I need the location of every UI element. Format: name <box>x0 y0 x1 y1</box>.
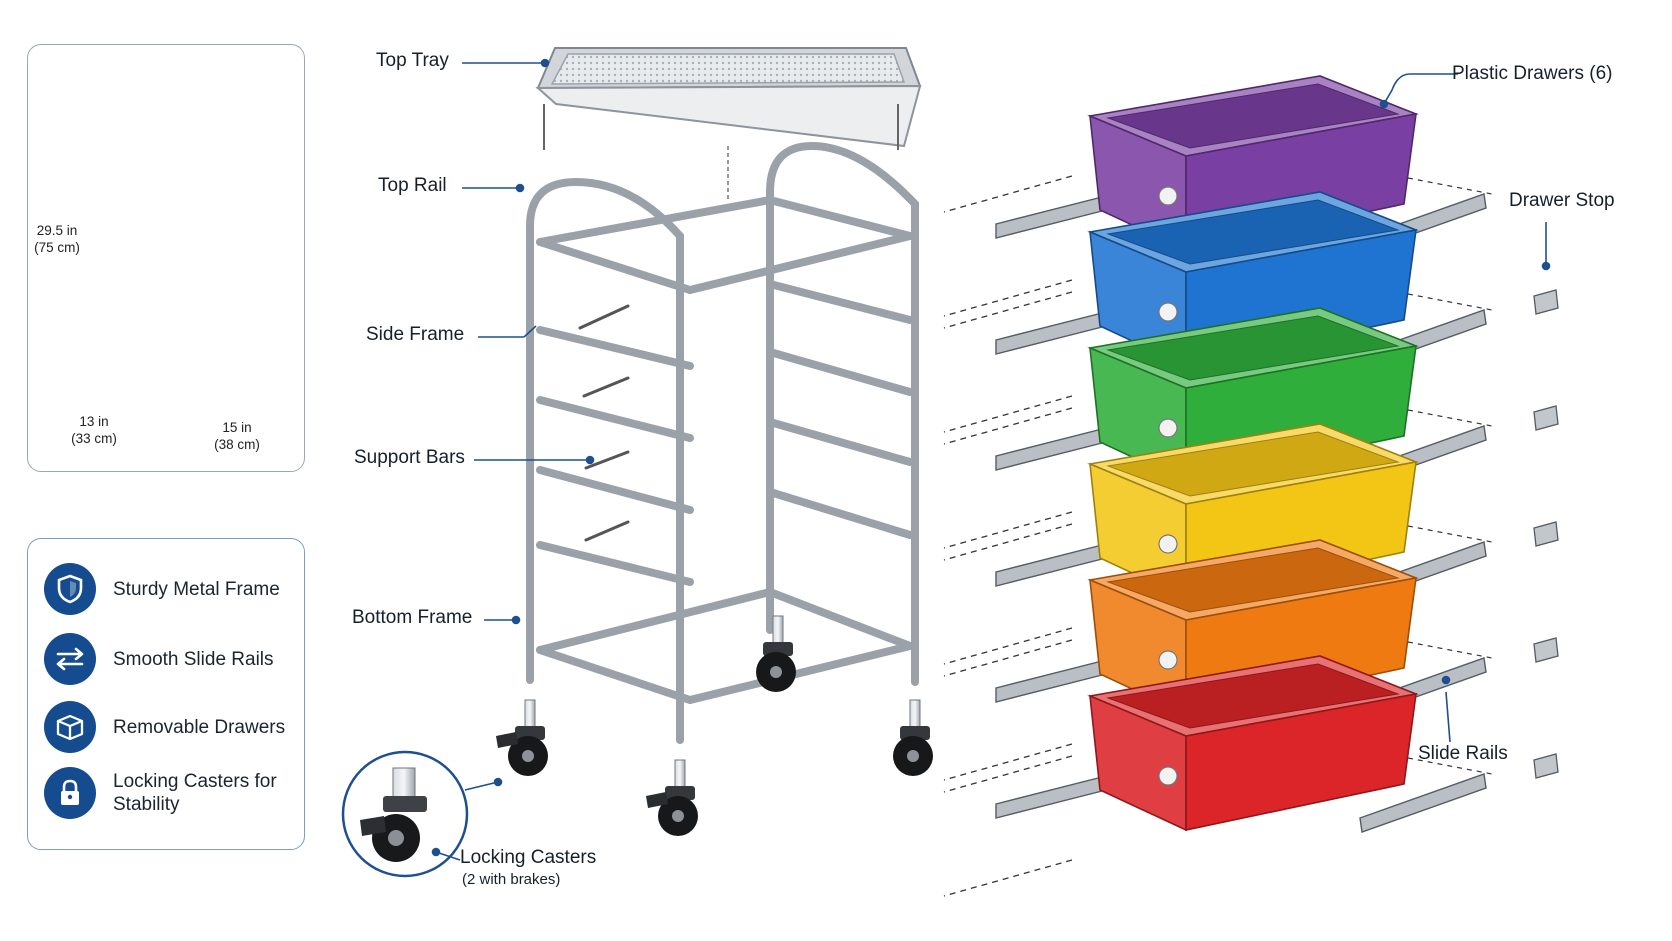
double-arrow-icon <box>44 633 96 685</box>
callout-drawer-stop: Drawer Stop <box>1509 190 1615 211</box>
shield-icon <box>44 563 96 615</box>
metal-frame-illustration <box>526 141 919 744</box>
depth-in: 13 in <box>79 414 109 429</box>
feature-label: Locking Casters for Stability <box>113 771 277 815</box>
caster-wheel <box>893 699 933 776</box>
feature-removable-drawers: Removable Drawers <box>44 701 303 753</box>
width-in: 15 in <box>222 420 252 435</box>
callout-top-tray: Top Tray <box>376 50 449 71</box>
width-cm: (38 cm) <box>214 437 260 452</box>
caster-wheel <box>496 699 548 776</box>
callout-slide-rails: Slide Rails <box>1418 743 1508 764</box>
feature-sturdy-frame: Sturdy Metal Frame <box>44 563 303 615</box>
callout-bottom-frame: Bottom Frame <box>352 607 473 628</box>
top-tray-illustration <box>535 47 922 200</box>
caster-detail-illustration <box>341 750 469 878</box>
height-in: 29.5 in <box>36 223 78 238</box>
callout-support-bars: Support Bars <box>354 447 465 468</box>
depth-cm: (33 cm) <box>71 431 117 446</box>
feature-slide-rails: Smooth Slide Rails <box>44 633 303 685</box>
callout-locking-casters-note: (2 with brakes) <box>462 871 561 888</box>
width-dimension: 15 in (38 cm) <box>206 419 268 453</box>
features-panel: Sturdy Metal Frame Smooth Slide Rails Re… <box>27 538 305 850</box>
support-bar-pins <box>578 304 630 542</box>
dimensions-panel <box>27 44 305 472</box>
callout-locking-casters: Locking Casters <box>460 847 597 868</box>
callout-plastic-drawers: Plastic Drawers (6) <box>1452 63 1613 84</box>
feature-locking-casters: Locking Casters for Stability <box>44 767 303 819</box>
plastic-drawer-red <box>943 655 1559 897</box>
drawer-stack-illustration <box>943 75 1559 897</box>
caster-wheel <box>756 615 796 692</box>
callout-leaders <box>431 58 1551 861</box>
caster-wheel <box>646 759 698 836</box>
caster-wheels-illustration <box>496 615 933 836</box>
lock-icon <box>44 767 96 819</box>
height-dimension: 29.5 in (75 cm) <box>30 222 84 256</box>
height-cm: (75 cm) <box>34 240 80 255</box>
box-icon <box>44 701 96 753</box>
callout-side-frame: Side Frame <box>366 324 465 345</box>
feature-label: Sturdy Metal Frame <box>113 578 280 600</box>
depth-dimension: 13 in (33 cm) <box>64 413 124 447</box>
feature-label: Removable Drawers <box>113 716 286 738</box>
feature-label: Smooth Slide Rails <box>113 648 274 670</box>
callout-top-rail: Top Rail <box>378 175 447 196</box>
